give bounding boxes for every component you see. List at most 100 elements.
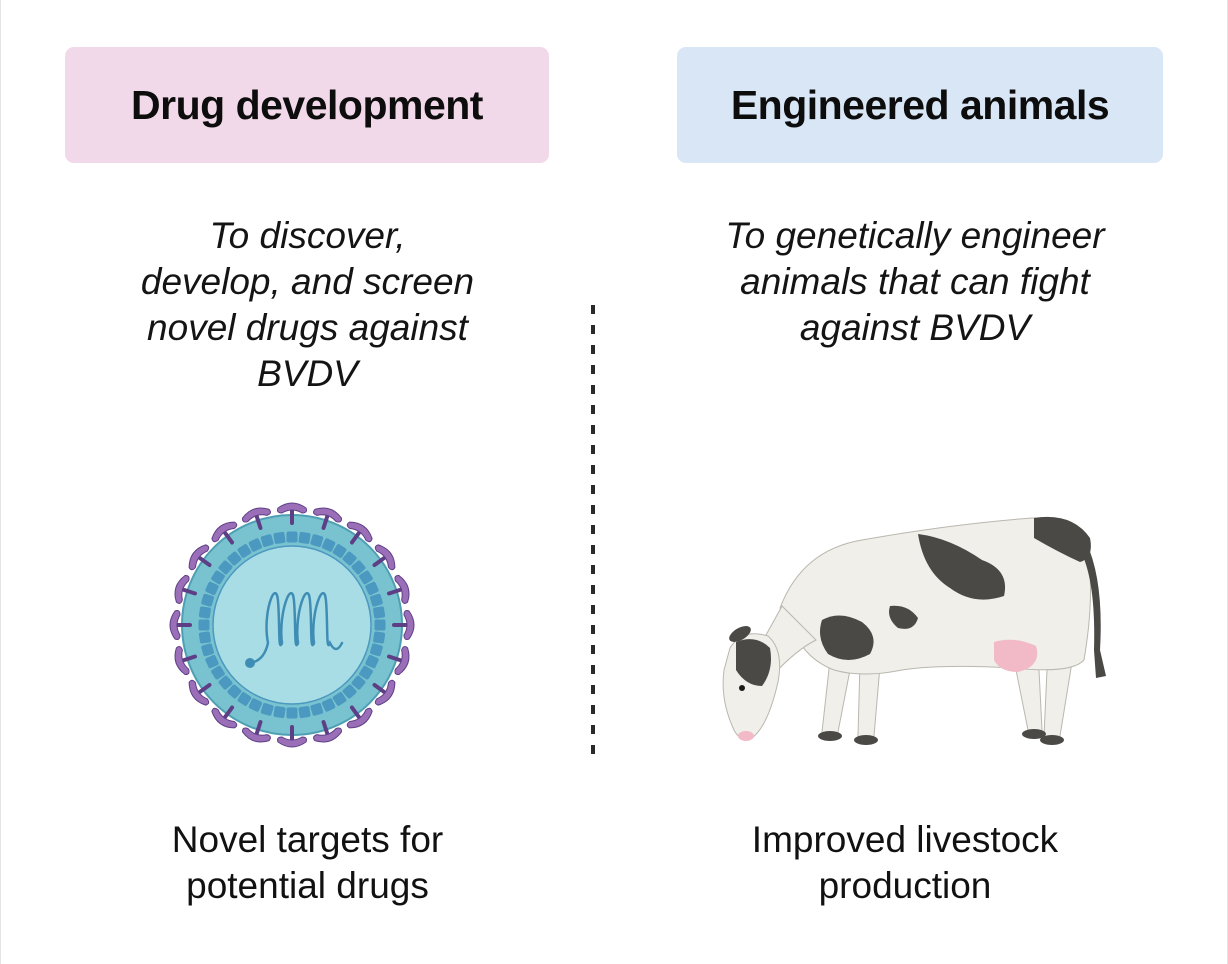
cow-spots [736,516,1091,686]
envelope-spike-icon [313,720,342,743]
virus-core [212,545,372,705]
description-line: BVDV [257,353,358,394]
description-line: To discover, [209,215,406,256]
capsid-protein [321,538,336,552]
envelope-spike-icon [242,720,271,743]
capsid-protein [260,703,274,716]
capsid-protein [351,560,366,575]
cow-icon [722,516,1106,745]
envelope-spike-icon [169,610,192,640]
viral-rna-end-icon [245,658,255,668]
cow-ear-icon [729,626,751,642]
description-line: animals that can fight [740,261,1090,302]
outcome-line: production [818,865,992,906]
description-line: novel drugs against [147,307,468,348]
capsid-protein [237,544,252,558]
envelope-spike-icon [313,507,342,530]
capsid-protein [260,534,274,547]
description-line: against BVDV [799,307,1031,348]
cow-nose [738,731,754,741]
capsid-protein [373,606,386,619]
capsid-protein [342,684,357,699]
capsid-protein [211,665,225,680]
envelope-spike-icon [372,544,396,571]
left-border [0,0,1,964]
capsid-protein [286,531,298,543]
capsid-protein [198,619,210,631]
dashed-divider [591,305,595,761]
capsid-protein [248,698,263,712]
envelope-spike-icon [188,544,212,571]
virus-icon [169,502,415,748]
capsid-protein [310,534,324,547]
capsid-protein [351,675,366,690]
outcome-line: potential drugs [186,865,429,906]
envelope-spike-icon [277,502,307,525]
capsid-protein [218,675,233,690]
capsid-protein [359,570,373,585]
capsid-protein [205,581,219,596]
envelope-spike-icon [174,646,197,675]
engineered-animals-title: Engineered animals [730,81,1110,128]
envelope-spike-icon [392,610,415,640]
capsid-protein [286,707,298,719]
envelope-spike-icon [211,521,238,545]
viral-rna-icon [248,592,344,665]
capsid-protein [218,560,233,575]
engineered-animals-outcome: Improved livestock production [680,817,1130,909]
engineered-animals-description: To genetically engineer animals that can… [660,213,1170,351]
cow-eye-icon [739,685,745,691]
envelope-spike-icon [242,507,271,530]
cow-tail [1080,542,1106,678]
capsid-protein [332,544,347,558]
drug-development-description: To discover, develop, and screen novel d… [100,213,515,397]
capsid-protein [201,593,214,607]
cow-hooves [818,729,1064,745]
capsid-protein [248,538,263,552]
capsid-protein [227,684,242,699]
capsid-protein [273,531,286,544]
capsid-protein [310,703,324,716]
capsid-protein [298,531,311,544]
description-line: To genetically engineer [725,215,1105,256]
envelope-spike-icon [372,679,396,706]
capsid-protein [211,570,225,585]
envelope-spike-icon [346,705,373,729]
capsid-protein [342,551,357,566]
capsid-protein [227,551,242,566]
outcome-line: Novel targets for [171,819,444,860]
capsid-protein [198,631,211,644]
envelope-spike-icon [211,705,238,729]
envelope-spike-icon [346,521,373,545]
outcome-line: Improved livestock [751,819,1059,860]
engineered-animals-header: Engineered animals [677,47,1163,163]
capsid-protein [373,631,386,644]
envelope-spike-icon [277,725,307,748]
capsid-protein [205,654,219,669]
capsid-protein [298,706,311,719]
drug-development-outcome: Novel targets for potential drugs [110,817,505,909]
capsid-protein [374,619,386,631]
envelope-spike-icon [174,575,197,604]
capsid-protein [365,581,379,596]
capsid-protein [332,692,347,706]
drug-development-title: Drug development [131,81,483,128]
virus-capsid [198,531,386,719]
capsid-protein [370,593,383,607]
cow-udder [994,639,1038,672]
drug-development-header: Drug development [65,47,549,163]
capsid-protein [201,643,214,657]
capsid-protein [273,706,286,719]
virus-spikes [169,502,415,748]
capsid-protein [370,643,383,657]
capsid-protein [321,698,336,712]
envelope-spike-icon [387,575,410,604]
capsid-protein [365,654,379,669]
envelope-spike-icon [188,679,212,706]
capsid-protein [237,692,252,706]
description-line: develop, and screen [140,261,475,302]
capsid-protein [359,665,373,680]
envelope-spike-icon [387,646,410,675]
capsid-protein [198,606,211,619]
